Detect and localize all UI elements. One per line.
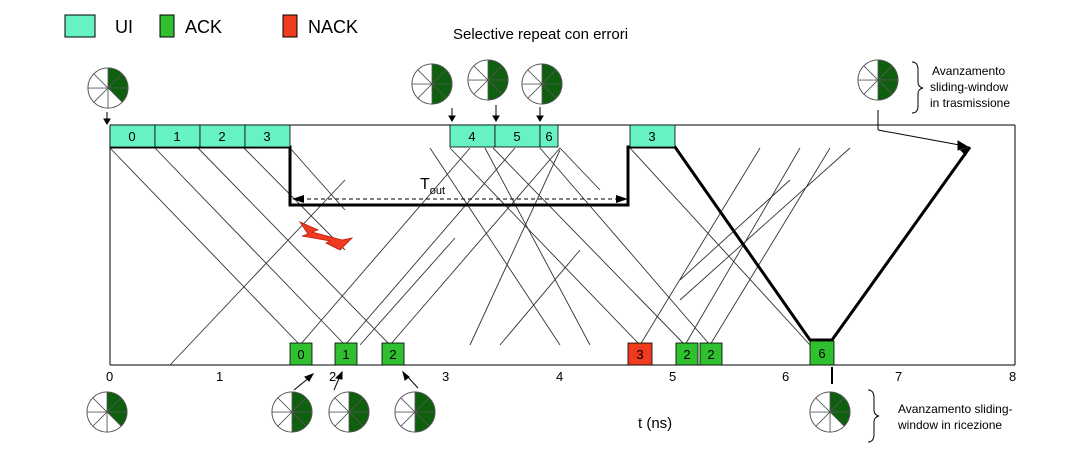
- window-icons: [86, 59, 899, 433]
- tx-frame-3-retransmit: [629, 124, 676, 148]
- diagram-title: Selective repeat con errori: [453, 26, 628, 43]
- tx-frame-6: [539, 124, 559, 148]
- window-sector: [815, 391, 831, 413]
- timeout-label: Tout: [420, 176, 445, 197]
- legend-nack-swatch: [282, 14, 298, 38]
- tx-window-arrowhead: [960, 147, 970, 156]
- tx-frame-label: 3: [263, 129, 270, 144]
- legend-ui-swatch: [64, 14, 96, 38]
- rx-ack-2: [381, 342, 405, 366]
- legend-ack-swatch: [159, 14, 175, 38]
- rx-frame-label: 2: [389, 347, 396, 362]
- tx-annotation-brace: [911, 61, 924, 114]
- tx-window-icon: [411, 63, 453, 105]
- tx-window-icon: [87, 67, 129, 109]
- rx-annotation: Avanzamento sliding- window in ricezione: [897, 402, 1016, 432]
- tx-frame-label: 1: [173, 129, 180, 144]
- window-sector: [93, 67, 109, 89]
- window-sector: [92, 391, 108, 413]
- rx-frame-label: 1: [342, 347, 349, 362]
- tx-frame-label: 6: [545, 129, 552, 144]
- rx-frame-label: 3: [636, 347, 643, 362]
- rx-icon-arrows: [103, 105, 970, 391]
- tx-frames: 0 1 2 3 4 5 6 3: [109, 124, 676, 148]
- rx-window-icon: [271, 391, 313, 433]
- tx-frame-label: 3: [648, 129, 655, 144]
- rx-frame-label: 2: [683, 347, 690, 362]
- error-lightning-icon: [298, 221, 354, 251]
- legend-ui-label: UI: [115, 17, 133, 37]
- x-tick-label: 7: [895, 369, 902, 384]
- x-tick-label: 1: [216, 369, 223, 384]
- tx-window-icon: [857, 59, 899, 101]
- tx-frame-label: 2: [218, 129, 225, 144]
- rx-ack-0: [289, 342, 313, 366]
- tx-window-icon: [467, 59, 509, 101]
- rx-window-icon: [394, 391, 436, 433]
- window-sector: [400, 391, 416, 413]
- rx-ack-2c: [699, 342, 723, 366]
- legend: UI ACK NACK: [64, 14, 358, 38]
- window-sector: [863, 59, 879, 81]
- timeout-arrow: Tout: [292, 176, 628, 203]
- rx-annotation-line: Avanzamento sliding-: [898, 402, 1013, 416]
- tx-frame-3: [244, 124, 291, 148]
- tx-frame-label: 5: [513, 129, 520, 144]
- x-tick-label: 4: [556, 369, 563, 384]
- x-tick-label: 2: [329, 369, 336, 384]
- tx-annotation-line: in trasmissione: [930, 96, 1010, 110]
- tx-annotation-line: Avanzamento: [932, 64, 1005, 78]
- x-tick-label: 8: [1009, 369, 1016, 384]
- x-tick-label: 6: [782, 369, 789, 384]
- window-sector: [277, 391, 293, 413]
- x-axis-label: t (ns): [638, 415, 672, 432]
- rx-frame-label: 2: [707, 347, 714, 362]
- rx-ack-1: [334, 342, 358, 366]
- tx-annotation-line: sliding-window: [930, 80, 1008, 94]
- x-tick-label: 3: [442, 369, 449, 384]
- legend-nack-label: NACK: [308, 17, 358, 37]
- rx-nack-3: [627, 342, 653, 366]
- tx-window-path: [110, 145, 972, 342]
- tx-frame-label: 0: [128, 129, 135, 144]
- window-sector: [334, 391, 350, 413]
- x-tick-label: 0: [106, 369, 113, 384]
- window-sector: [527, 63, 543, 85]
- rx-annotation-line: window in ricezione: [897, 418, 1002, 432]
- rx-annotation-brace: [867, 389, 880, 443]
- tx-window-icon: [521, 63, 563, 105]
- rx-frames: 0 1 2 3 2 2 6: [289, 340, 835, 366]
- tx-frame-label: 4: [468, 129, 475, 144]
- rx-ack-2b: [675, 342, 699, 366]
- rx-window-icon: [809, 391, 851, 433]
- rx-frame-label: 6: [818, 346, 825, 361]
- rx-ack-6: [809, 340, 835, 366]
- rx-window-icon: [86, 391, 128, 433]
- x-tick-label: 5: [669, 369, 676, 384]
- legend-ack-label: ACK: [185, 17, 222, 37]
- rx-frame-label: 0: [297, 347, 304, 362]
- window-sector: [417, 63, 433, 85]
- window-sector: [473, 59, 489, 81]
- rx-window-icon: [328, 391, 370, 433]
- tx-annotation: Avanzamento sliding-window in trasmissio…: [930, 64, 1011, 110]
- propagation-lines: [109, 147, 851, 366]
- x-axis: 0 1 2 3 4 5 6 7 8 t (ns): [106, 369, 1016, 432]
